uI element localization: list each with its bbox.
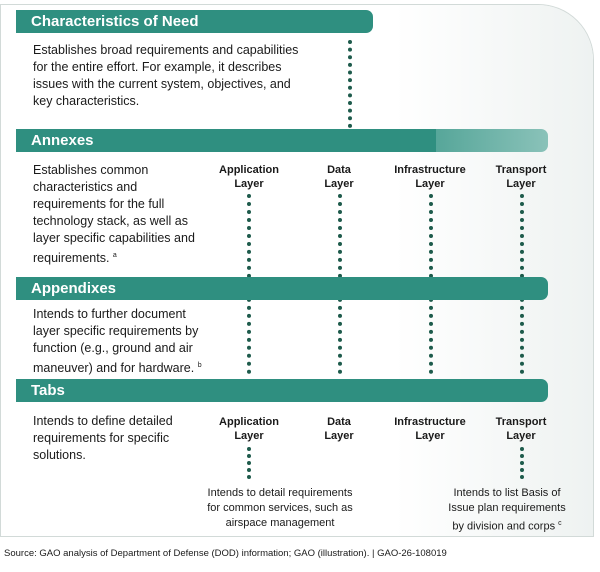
annexes-bar: Annexes <box>16 129 436 152</box>
footnote-c: c <box>558 520 562 527</box>
footnote-a: a <box>112 252 117 259</box>
transport-note: Intends to list Basis of Issue plan requ… <box>448 487 566 533</box>
annexes-description: Establishes common characteristics and r… <box>33 163 195 266</box>
characteristics-description: Establishes broad requirements and capab… <box>33 43 299 108</box>
appendixes-bar: Appendixes <box>16 277 548 300</box>
source-line: Source: GAO analysis of Department of De… <box>4 548 447 559</box>
appendixes-description: Intends to further document layer specif… <box>33 307 202 376</box>
panel-shade <box>395 5 593 536</box>
tabs-transport-connector <box>520 447 524 479</box>
annexes-title: Annexes <box>31 132 94 149</box>
tabs-bar: Tabs <box>16 379 548 402</box>
tabs-application-connector <box>247 447 251 479</box>
application-note: Intends to detail requirements for commo… <box>207 487 353 529</box>
tabs-title: Tabs <box>31 382 65 399</box>
characteristics-connector <box>348 40 352 128</box>
tabs-description: Intends to define detailed requirements … <box>33 414 173 462</box>
characteristics-title: Characteristics of Need <box>31 13 199 30</box>
footnote-b: b <box>197 362 202 369</box>
appendixes-title: Appendixes <box>31 280 117 297</box>
characteristics-bar: Characteristics of Need <box>16 10 373 33</box>
